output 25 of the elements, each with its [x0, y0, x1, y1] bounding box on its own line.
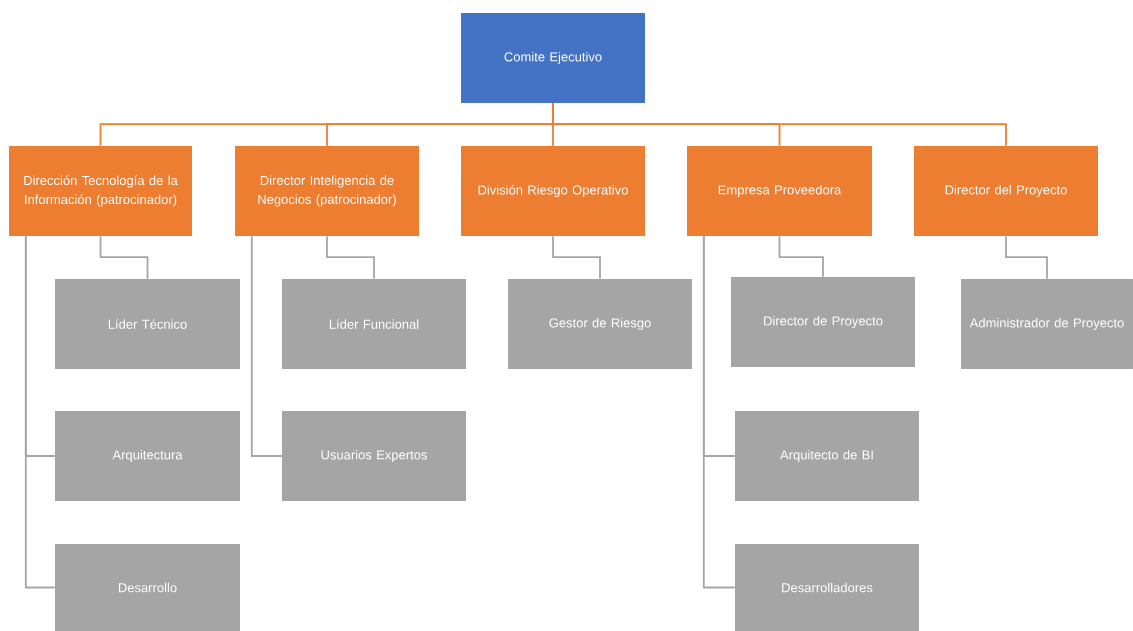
role-box: Líder Funcional	[282, 279, 466, 369]
connector-line	[778, 235, 824, 278]
department-box: Director Inteligencia de Negocios (patrocinador)	[235, 146, 419, 236]
connector-line	[552, 235, 601, 280]
role-box: Líder Técnico	[55, 279, 240, 369]
connector-line	[552, 102, 1007, 147]
role-box: Usuarios Expertos	[282, 411, 466, 501]
role-box: Desarrolladores	[735, 544, 919, 631]
role-box: Administrador de Proyecto	[961, 279, 1133, 369]
department-box: Director del Proyecto	[914, 146, 1098, 236]
role-box: Arquitectura	[55, 411, 240, 501]
department-box: División Riesgo Operativo	[461, 146, 645, 236]
executive-box: Comite Ejecutivo	[461, 13, 645, 103]
connector-line	[326, 235, 375, 280]
connector-line	[24, 235, 56, 589]
connector-line	[99, 235, 149, 280]
department-box: Empresa Proveedora	[687, 146, 872, 236]
department-box: Dirección Tecnología de la Información (patrocinador)	[9, 146, 192, 236]
connector-line	[702, 235, 736, 589]
connector-line	[1005, 235, 1048, 280]
role-box: Desarrollo	[55, 544, 240, 631]
role-box: Gestor de Riesgo	[508, 279, 692, 369]
connector-line	[250, 235, 283, 457]
role-box: Director de Proyecto	[731, 277, 915, 367]
role-box: Arquitecto de BI	[735, 411, 919, 501]
